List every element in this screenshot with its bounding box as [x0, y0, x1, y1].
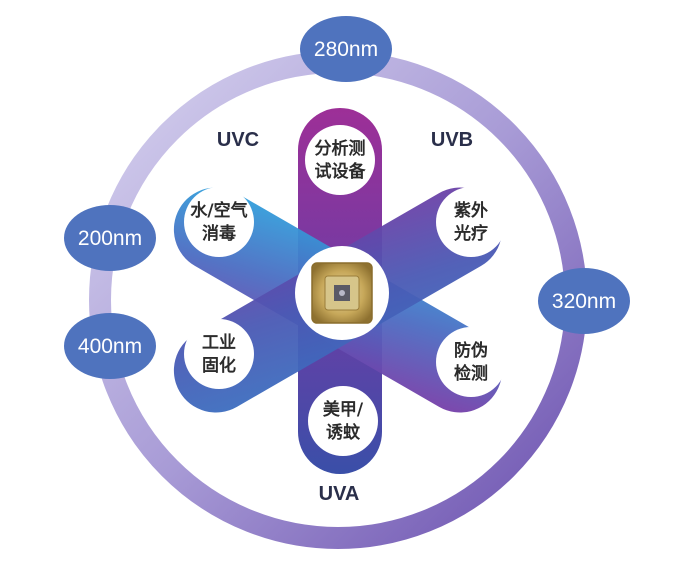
- app-label-analysis-2: 试设备: [315, 161, 367, 182]
- app-circle-nail: [308, 386, 378, 456]
- app-label-nail-2: 诱蚊: [326, 422, 361, 443]
- app-label-phototherapy-2: 光疗: [453, 223, 488, 244]
- app-label-disinfection-1: 水/空气: [190, 200, 247, 221]
- app-circle-phototherapy: [436, 187, 506, 257]
- band-label-uvc: UVC: [217, 129, 259, 151]
- wavelength-node-400: 400nm: [64, 313, 156, 379]
- wavelength-label-400: 400nm: [78, 335, 142, 358]
- app-label-anticounterfeit-1: 防伪: [454, 340, 488, 361]
- wavelength-node-280: 280nm: [300, 16, 392, 82]
- app-label-phototherapy-1: 紫外: [454, 200, 488, 221]
- app-circle-curing: [184, 319, 254, 389]
- led-chip: [295, 246, 389, 340]
- app-label-curing-1: 工业: [202, 333, 236, 353]
- band-label-uvb: UVB: [431, 129, 473, 151]
- wavelength-label-280: 280nm: [314, 38, 378, 61]
- app-label-analysis-1: 分析测: [315, 138, 366, 159]
- wavelength-label-200: 200nm: [78, 227, 142, 250]
- wavelength-node-200: 200nm: [64, 205, 156, 271]
- app-label-disinfection-2: 消毒: [202, 223, 236, 244]
- app-circle-disinfection: [184, 187, 254, 257]
- wavelength-node-320: 320nm: [538, 268, 630, 334]
- wavelength-label-320: 320nm: [552, 290, 616, 313]
- app-circle-anticounterfeit: [436, 327, 506, 397]
- app-label-anticounterfeit-2: 检测: [454, 363, 488, 384]
- app-label-nail-1: 美甲/: [323, 399, 364, 420]
- app-label-curing-2: 固化: [202, 355, 236, 376]
- app-circle-analysis: [305, 125, 375, 195]
- band-label-uva: UVA: [319, 483, 360, 505]
